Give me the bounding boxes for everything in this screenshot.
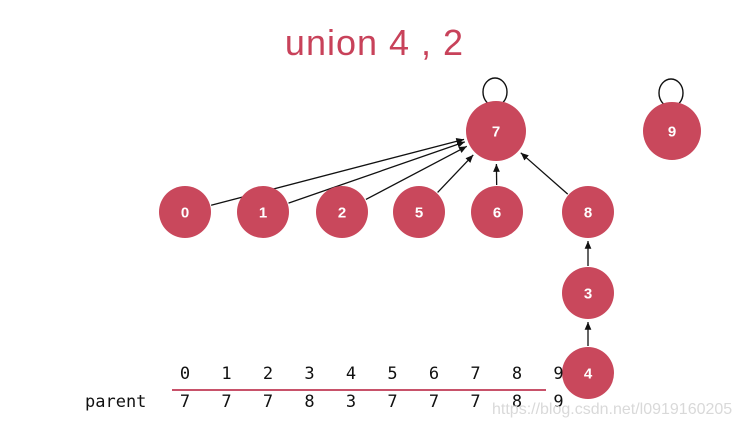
node-0[interactable]: 0 bbox=[159, 186, 211, 238]
node-circle-3 bbox=[562, 267, 614, 319]
node-9[interactable]: 9 bbox=[643, 102, 701, 160]
node-label-9: 9 bbox=[668, 124, 676, 141]
node-label-7: 7 bbox=[492, 124, 500, 141]
node-5[interactable]: 5 bbox=[393, 186, 445, 238]
self-loops-layer bbox=[482, 77, 684, 108]
node-circle-4 bbox=[562, 347, 614, 399]
nodes-layer: 0 1 2 5 6 7 8 3 4 9 bbox=[159, 101, 701, 399]
node-circle-9 bbox=[643, 102, 701, 160]
node-circle-6 bbox=[471, 186, 523, 238]
node-7[interactable]: 7 bbox=[466, 101, 526, 161]
node-label-5: 5 bbox=[415, 205, 423, 222]
node-label-8: 8 bbox=[584, 205, 592, 222]
node-4[interactable]: 4 bbox=[562, 347, 614, 399]
node-label-6: 6 bbox=[493, 205, 501, 222]
node-circle-5 bbox=[393, 186, 445, 238]
node-circle-2 bbox=[316, 186, 368, 238]
watermark-text: https://blog.csdn.net/l0919160205 bbox=[492, 401, 733, 418]
node-label-4: 4 bbox=[584, 366, 593, 383]
node-8[interactable]: 8 bbox=[562, 186, 614, 238]
edges-layer bbox=[210, 138, 592, 346]
page-title: union 4 , 2 bbox=[284, 22, 465, 63]
node-label-1: 1 bbox=[259, 205, 267, 222]
edge-1-to-7 bbox=[288, 141, 466, 204]
edge-8-to-7 bbox=[520, 152, 569, 195]
node-circle-7 bbox=[466, 101, 526, 161]
node-label-3: 3 bbox=[584, 286, 592, 303]
node-circle-0 bbox=[159, 186, 211, 238]
node-label-2: 2 bbox=[338, 205, 346, 222]
edge-2-to-7 bbox=[365, 145, 468, 201]
node-6[interactable]: 6 bbox=[471, 186, 523, 238]
node-2[interactable]: 2 bbox=[316, 186, 368, 238]
node-3[interactable]: 3 bbox=[562, 267, 614, 319]
edge-5-to-7 bbox=[437, 154, 474, 193]
node-circle-1 bbox=[237, 186, 289, 238]
node-circle-8 bbox=[562, 186, 614, 238]
node-label-0: 0 bbox=[181, 205, 189, 222]
node-1[interactable]: 1 bbox=[237, 186, 289, 238]
